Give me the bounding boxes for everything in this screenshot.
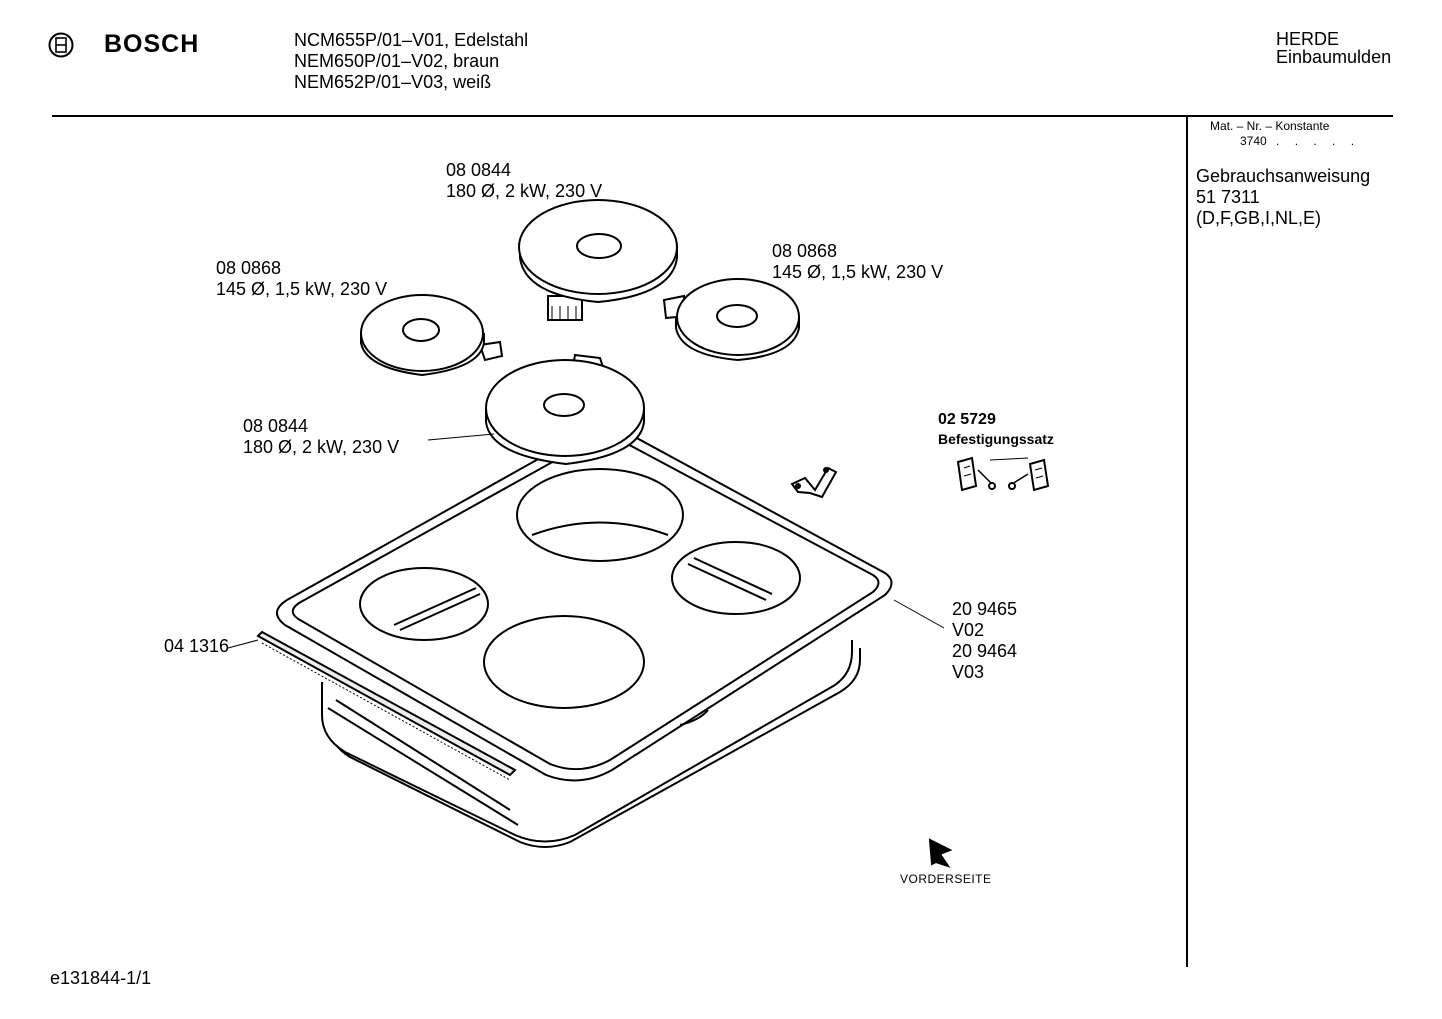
sealing-strip <box>256 630 517 781</box>
direction-label: VORDERSEITE <box>900 872 992 886</box>
model-line: NEM652P/01–V03, weiß <box>294 72 492 92</box>
hob-top-plate <box>276 425 893 782</box>
label-front-plate: 08 0844 180 Ø, 2 kW, 230 V <box>243 416 399 458</box>
cooking-plate-left-145 <box>360 294 504 377</box>
mat-nr-label: Mat. – Nr. – Konstante <box>1210 119 1330 133</box>
part-spec: 180 Ø, 2 kW, 230 V <box>446 181 603 201</box>
drawing-id: e131844-1/1 <box>50 968 152 988</box>
leader-line-front-plate <box>427 433 495 441</box>
leader-line-sealing-strip <box>227 639 259 649</box>
front-direction-arrow-icon <box>928 838 953 868</box>
model-line: NCM655P/01–V01, Edelstahl <box>294 30 529 50</box>
category-line: HERDE <box>1276 29 1340 49</box>
trough-line: V03 <box>952 662 985 682</box>
label-hob-trough: 20 9465 V02 20 9464 V03 <box>952 599 1017 683</box>
category-label: HERDE Einbaumulden <box>1276 30 1391 66</box>
part-spec: 180 Ø, 2 kW, 230 V <box>243 437 400 457</box>
mounting-kit-icon <box>956 456 1050 492</box>
hob-recess-rear <box>516 468 684 562</box>
brand-name: BOSCH <box>104 30 200 58</box>
hob-recess-left <box>359 567 489 641</box>
trough-line: V02 <box>952 620 985 640</box>
manual-number: 51 7311 <box>1196 187 1260 207</box>
part-spec: 145 Ø, 1,5 kW, 230 V <box>772 262 944 282</box>
leader-line-trough <box>893 599 945 629</box>
trough-line: 20 9464 <box>952 641 1018 661</box>
mat-nr-dots: . . . . . <box>1266 134 1361 148</box>
label-mounting-kit: 02 5729 Befestigungssatz <box>938 410 1054 448</box>
part-name: Befestigungssatz <box>938 431 1054 447</box>
manual-title: Gebrauchsanweisung <box>1196 166 1371 186</box>
mat-nr-number: 3740 <box>1240 134 1267 148</box>
model-list: NCM655P/01–V01, Edelstahl NEM650P/01–V02… <box>294 30 528 93</box>
bosch-logo-icon <box>48 32 74 58</box>
label-sealing-strip: 04 1316 <box>164 636 230 656</box>
part-spec: 145 Ø, 1,5 kW, 230 V <box>216 279 388 299</box>
part-number: 08 0844 <box>243 416 309 436</box>
hob-recess-right <box>671 541 801 615</box>
label-left-plate: 08 0868 145 Ø, 1,5 kW, 230 V <box>216 258 387 300</box>
model-line: NEM650P/01–V02, braun <box>294 51 500 71</box>
part-number: 08 0844 <box>446 160 512 180</box>
hob-recess-front <box>483 615 645 709</box>
mounting-bracket <box>790 466 838 499</box>
label-top-plate: 08 0844 180 Ø, 2 kW, 230 V <box>446 160 602 202</box>
category-line: Einbaumulden <box>1276 47 1392 67</box>
manual-info: Gebrauchsanweisung 51 7311 (D,F,GB,I,NL,… <box>1196 166 1370 229</box>
cooking-plate-right-145 <box>662 278 800 362</box>
mat-nr-value: 3740 . . . . . <box>1240 134 1360 148</box>
part-number: 02 5729 <box>938 411 996 428</box>
part-number: 08 0868 <box>216 258 282 278</box>
trough-line: 20 9465 <box>952 599 1018 619</box>
cooking-plate-front-180 <box>485 353 645 466</box>
label-right-plate: 08 0868 145 Ø, 1,5 kW, 230 V <box>772 241 943 283</box>
manual-languages: (D,F,GB,I,NL,E) <box>1196 208 1322 228</box>
part-number: 08 0868 <box>772 241 838 261</box>
cooking-plate-top-180 <box>518 199 678 321</box>
